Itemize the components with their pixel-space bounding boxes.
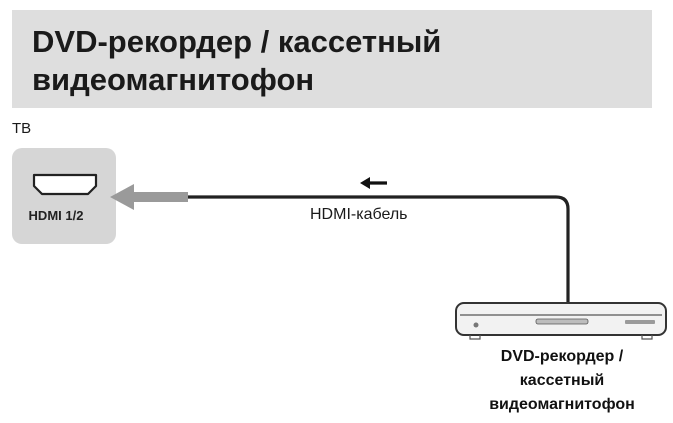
device-label-line-3: видеомагнитофон bbox=[489, 396, 635, 413]
page-title: DVD-рекордер / кассетный видеомагнитофон bbox=[32, 23, 441, 99]
signal-direction-arrow-icon bbox=[360, 177, 387, 189]
tv-hdmi-port-panel: HDMI 1/2 bbox=[12, 148, 116, 244]
title-line-2: видеомагнитофон bbox=[32, 62, 315, 97]
dvd-recorder-device-icon bbox=[455, 302, 667, 340]
device-label-line-2: кассетный bbox=[519, 372, 605, 389]
device-label-line-1: DVD-рекордер / bbox=[500, 348, 624, 365]
hdmi-port-icon bbox=[32, 173, 98, 196]
input-arrow-icon bbox=[110, 184, 188, 210]
title-band: DVD-рекордер / кассетный видеомагнитофон bbox=[12, 10, 652, 108]
title-line-1: DVD-рекордер / кассетный bbox=[32, 24, 442, 59]
cable-label: HDMI-кабель bbox=[310, 206, 408, 223]
device-label: DVD-рекордер / кассетный видеомагнитофон bbox=[452, 345, 672, 417]
hdmi-port-label: HDMI 1/2 bbox=[28, 208, 84, 223]
tv-label: ТВ bbox=[12, 120, 32, 137]
hdmi-cable bbox=[188, 195, 570, 304]
